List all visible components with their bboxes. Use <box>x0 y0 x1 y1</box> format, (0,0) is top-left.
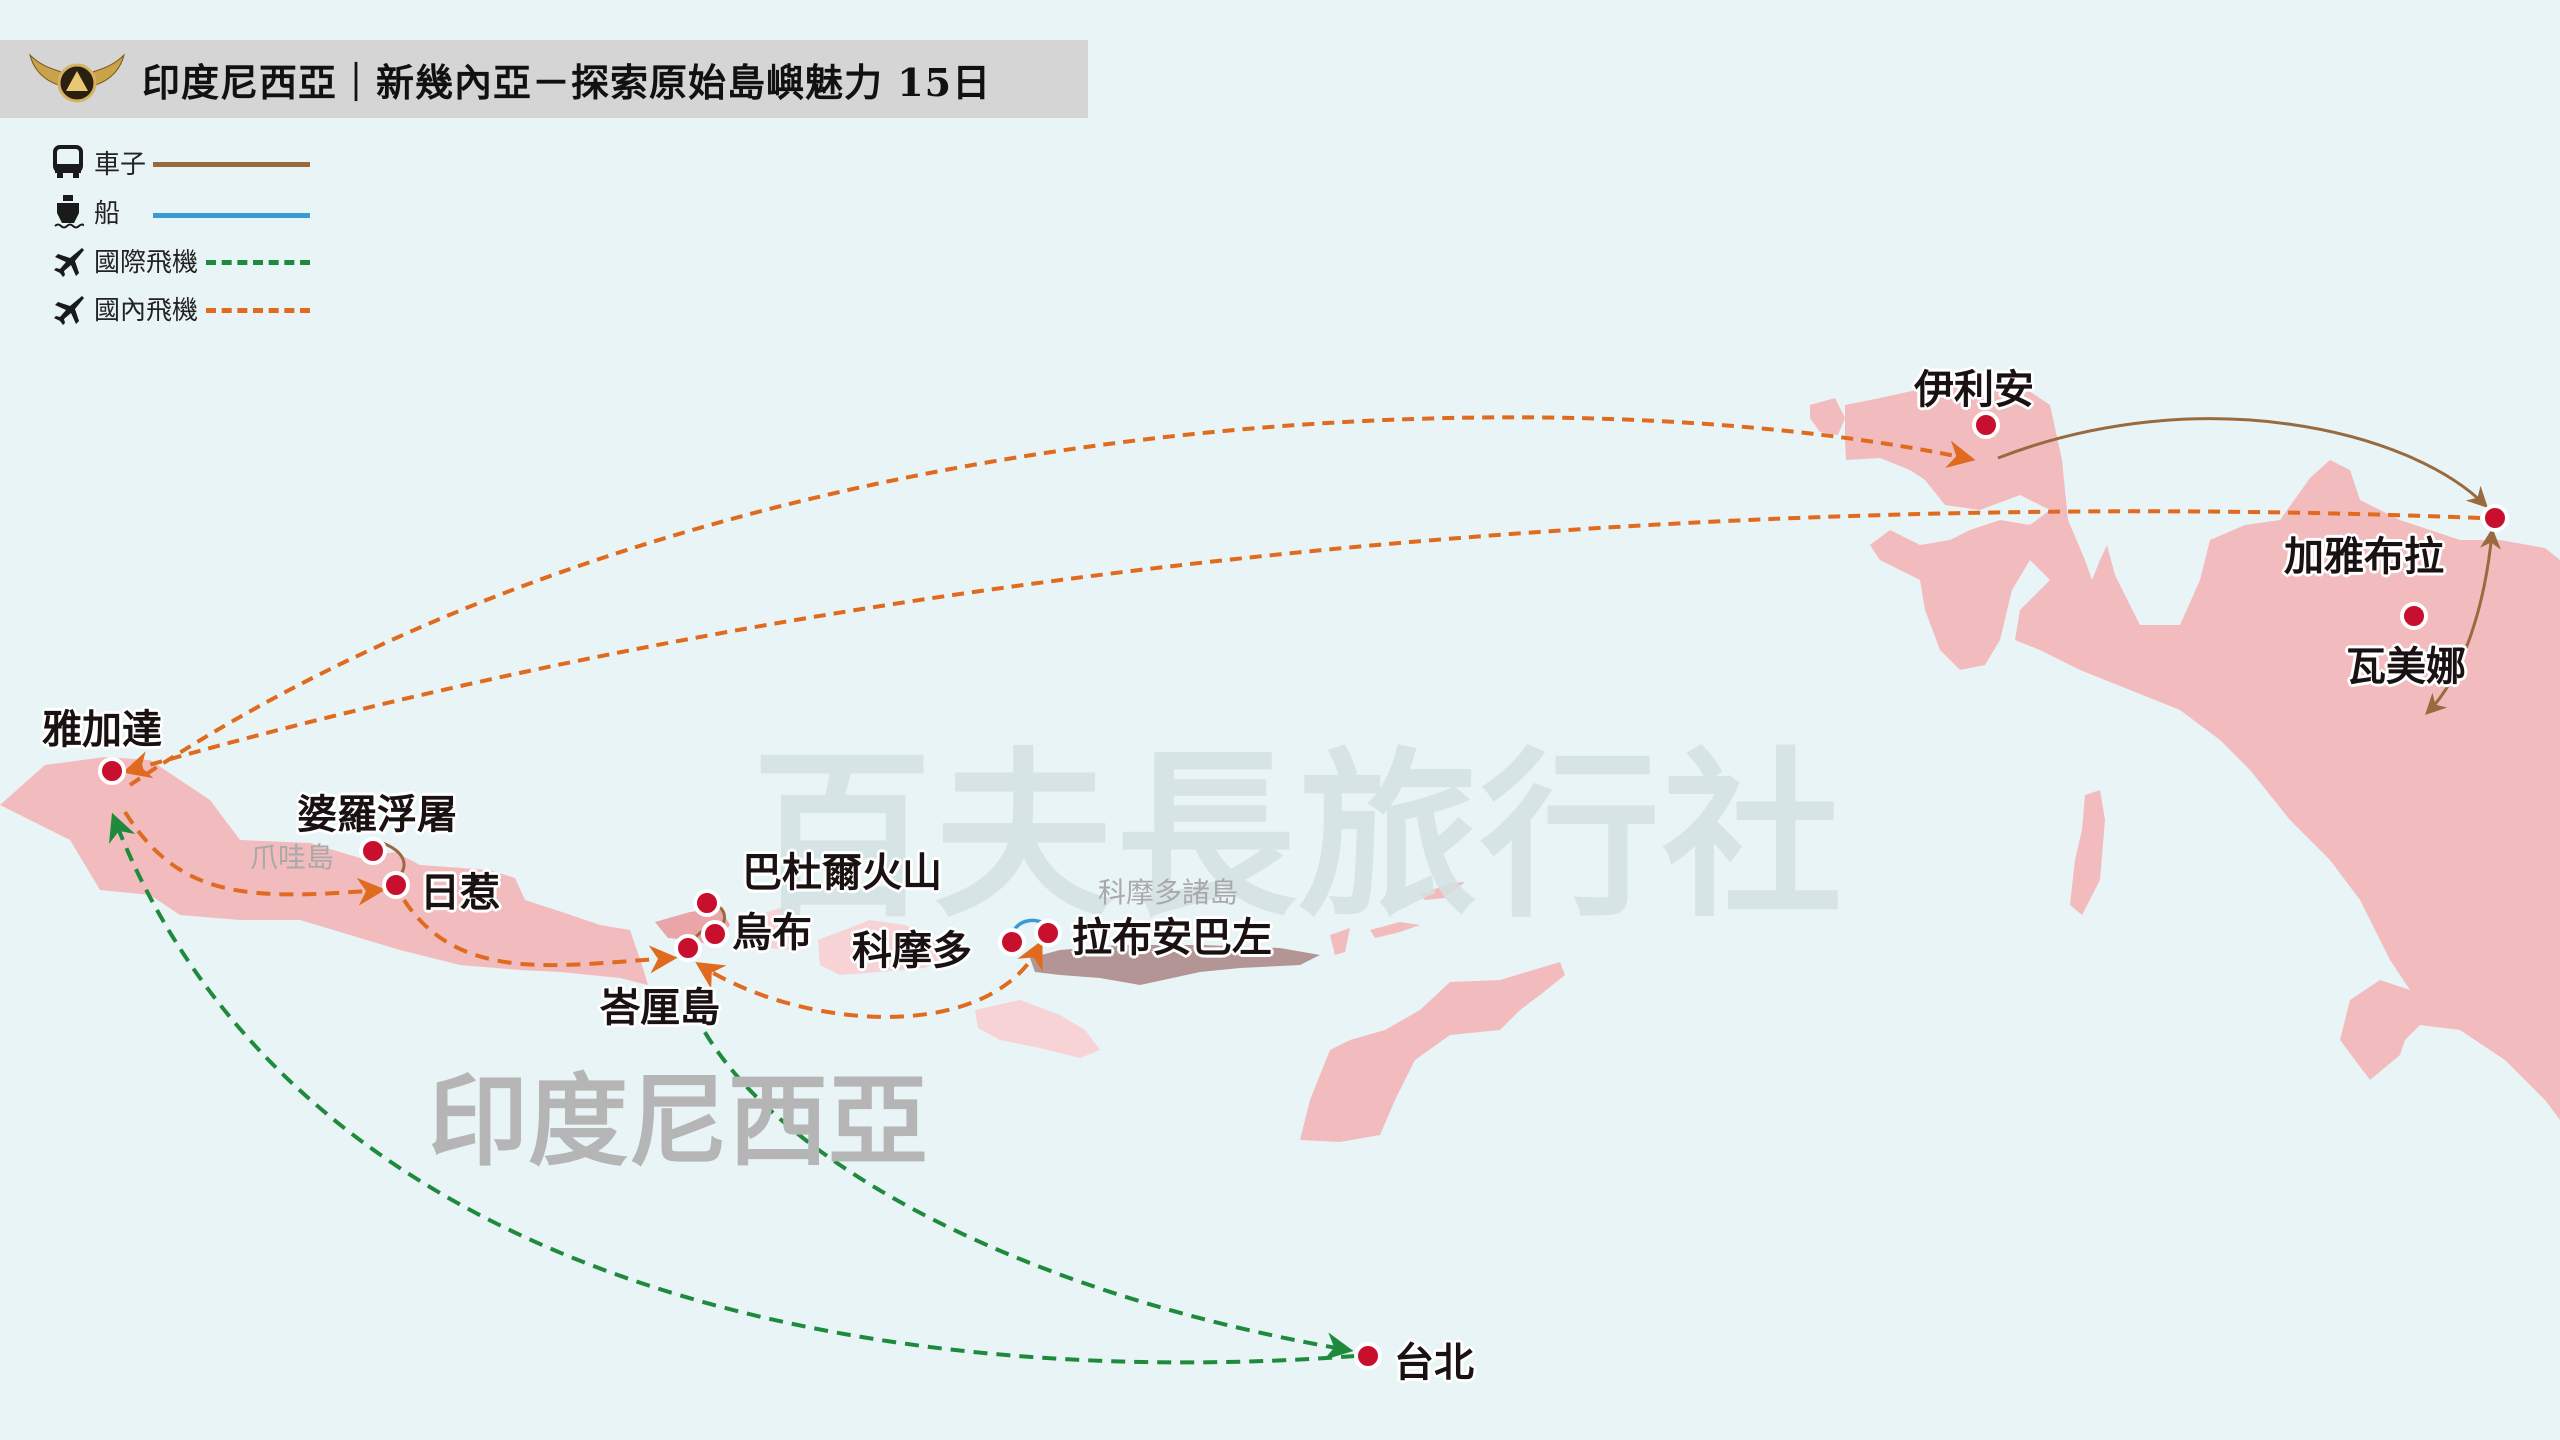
label-borobudur: 婆羅浮屠 <box>297 792 457 838</box>
dot-borobudur <box>359 837 387 865</box>
label-ubud: 烏布 <box>732 910 812 956</box>
country-watermark: 印度尼西亞 <box>428 1063 928 1180</box>
legend-label: 車子 <box>94 150 147 180</box>
legend-line-ship <box>153 213 310 218</box>
legend-line-car <box>153 162 310 167</box>
dot-ubud <box>701 920 729 948</box>
legend-item-domestic-flight: 國內飛機 <box>52 286 332 326</box>
legend-label: 船 <box>94 199 121 229</box>
label-yogyakarta: 日惹 <box>420 870 500 916</box>
dot-taipei <box>1354 1342 1382 1370</box>
small-island <box>1370 922 1420 938</box>
timor-island <box>1300 962 1565 1142</box>
label-irian: 伊利安 <box>1914 367 2034 413</box>
flores-island <box>1030 945 1320 985</box>
legend-line-intl-flight <box>206 260 310 265</box>
page-title: 印度尼西亞｜新幾內亞－探索原始島嶼魅力 15日 <box>142 59 992 105</box>
label-bali: 峇厘島 <box>600 985 720 1031</box>
label-jakarta: 雅加達 <box>42 707 162 753</box>
small-island <box>1810 398 1845 435</box>
region-label-java: 爪哇島 <box>250 841 335 874</box>
dot-wamena <box>2400 602 2428 630</box>
dot-jayapura <box>2481 504 2509 532</box>
small-island <box>1330 928 1350 955</box>
route-jayapura-wamena <box>2425 527 2501 715</box>
route-yogya-bali <box>402 898 678 974</box>
region-label-komodo-islands: 科摩多諸島 <box>1098 876 1239 909</box>
legend-label: 國際飛機 <box>94 248 199 278</box>
lombok-island <box>758 905 800 950</box>
ship-icon <box>54 195 84 229</box>
route-taipei-jakarta <box>109 812 1356 1365</box>
label-batur: 巴杜爾火山 <box>742 850 942 896</box>
small-island <box>1420 882 1465 900</box>
papua-island <box>1845 378 2560 1120</box>
winged-emblem-logo <box>26 49 128 109</box>
dot-batur <box>693 889 721 917</box>
label-wamena: 瓦美娜 <box>2346 644 2466 690</box>
title-bar: 印度尼西亞｜新幾內亞－探索原始島嶼魅力 15日 <box>0 40 1088 118</box>
airplane-icon <box>54 248 84 277</box>
route-jakarta-irian <box>128 415 1976 787</box>
route-irian-jayapura <box>1997 417 2488 508</box>
dot-jakarta <box>98 757 126 785</box>
dot-bali <box>674 934 702 962</box>
dot-labuan-bajo <box>1034 919 1062 947</box>
legend-item-ship: 船 <box>52 189 332 229</box>
route-jakarta-yogya <box>123 810 386 906</box>
company-watermark: 百夫長旅行社 <box>752 733 1845 942</box>
route-bali-taipei <box>692 1011 1354 1360</box>
java-island <box>0 757 648 985</box>
small-island <box>2070 790 2105 915</box>
route-jayapura-jakarta <box>122 509 2481 779</box>
legend-item-intl-flight: 國際飛機 <box>52 238 332 278</box>
label-taipei: 台北 <box>1394 1340 1474 1386</box>
dot-yogyakarta <box>382 871 410 899</box>
label-labuan-bajo: 拉布安巴左 <box>1072 915 1272 961</box>
sumba-island <box>975 1000 1100 1058</box>
dot-irian <box>1972 411 2000 439</box>
dot-komodo <box>998 928 1026 956</box>
legend-line-domestic-flight <box>206 308 310 313</box>
legend-label: 國內飛機 <box>94 296 199 326</box>
label-jayapura: 加雅布拉 <box>2284 534 2444 580</box>
bus-icon <box>53 145 83 178</box>
route-labuanbajo-bali <box>695 939 1043 1019</box>
legend-item-car: 車子 <box>52 140 332 180</box>
label-komodo: 科摩多 <box>852 928 972 974</box>
airplane-icon <box>54 296 84 325</box>
